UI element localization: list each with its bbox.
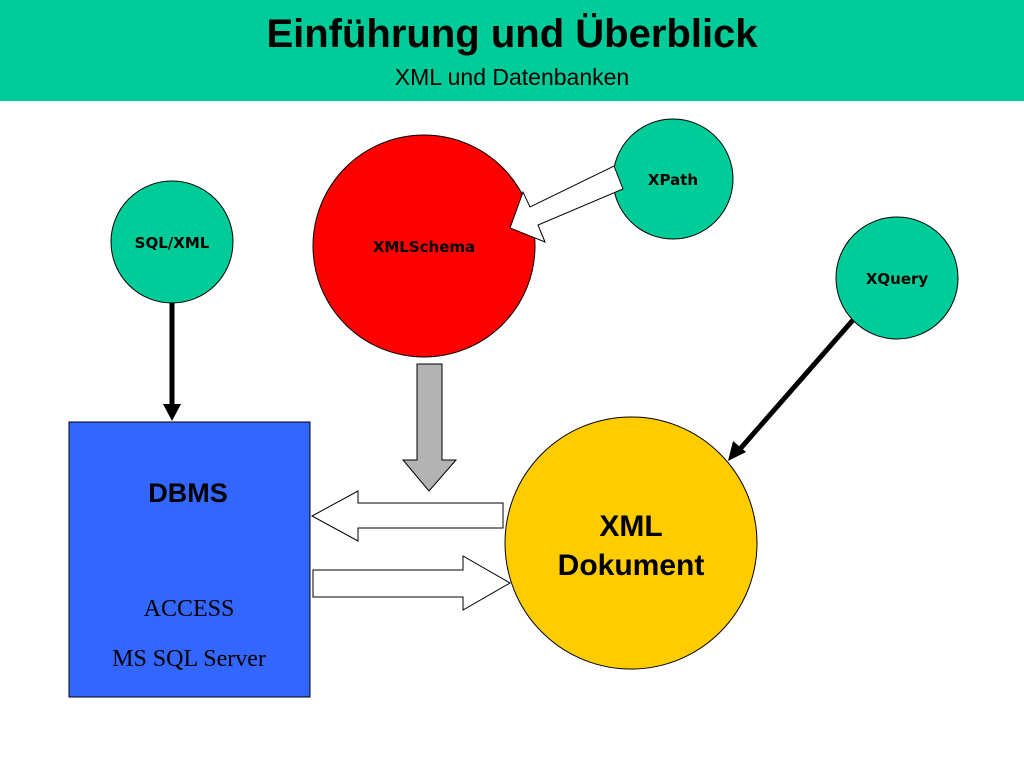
xml-document-label-line1: XML <box>599 510 662 543</box>
xquery-to-xmldoc-arrowhead <box>728 441 746 461</box>
xquery-to-xmldoc-arrow <box>738 318 855 451</box>
xmlschema-label: XMLSchema <box>373 238 475 256</box>
dbms-item-access: ACCESS <box>144 596 235 622</box>
xmlschema-down-arrow <box>401 363 458 492</box>
xml-document-node <box>504 416 758 670</box>
xquery-label: XQuery <box>866 270 929 288</box>
dbms-to-xmldoc-arrow <box>312 555 512 611</box>
sqlxml-label: SQL/XML <box>135 234 210 252</box>
xmldoc-to-dbms-arrow <box>310 490 504 542</box>
xquery-node <box>835 216 959 340</box>
dbms-box <box>68 421 311 698</box>
sqlxml-to-dbms-arrowhead <box>163 404 181 421</box>
xml-document-label-line2: Dokument <box>558 549 705 582</box>
xmlschema-node <box>312 134 536 358</box>
xpath-label: XPath <box>648 171 698 189</box>
dbms-item-mssql: MS SQL Server <box>112 646 266 672</box>
slide-header: Einführung und Überblick XML und Datenba… <box>0 0 1024 101</box>
slide-subtitle: XML und Datenbanken <box>394 64 630 90</box>
xpath-to-xmlschema-arrow <box>509 165 624 243</box>
slide-title: Einführung und Überblick <box>266 12 758 56</box>
dbms-title: DBMS <box>148 478 228 508</box>
